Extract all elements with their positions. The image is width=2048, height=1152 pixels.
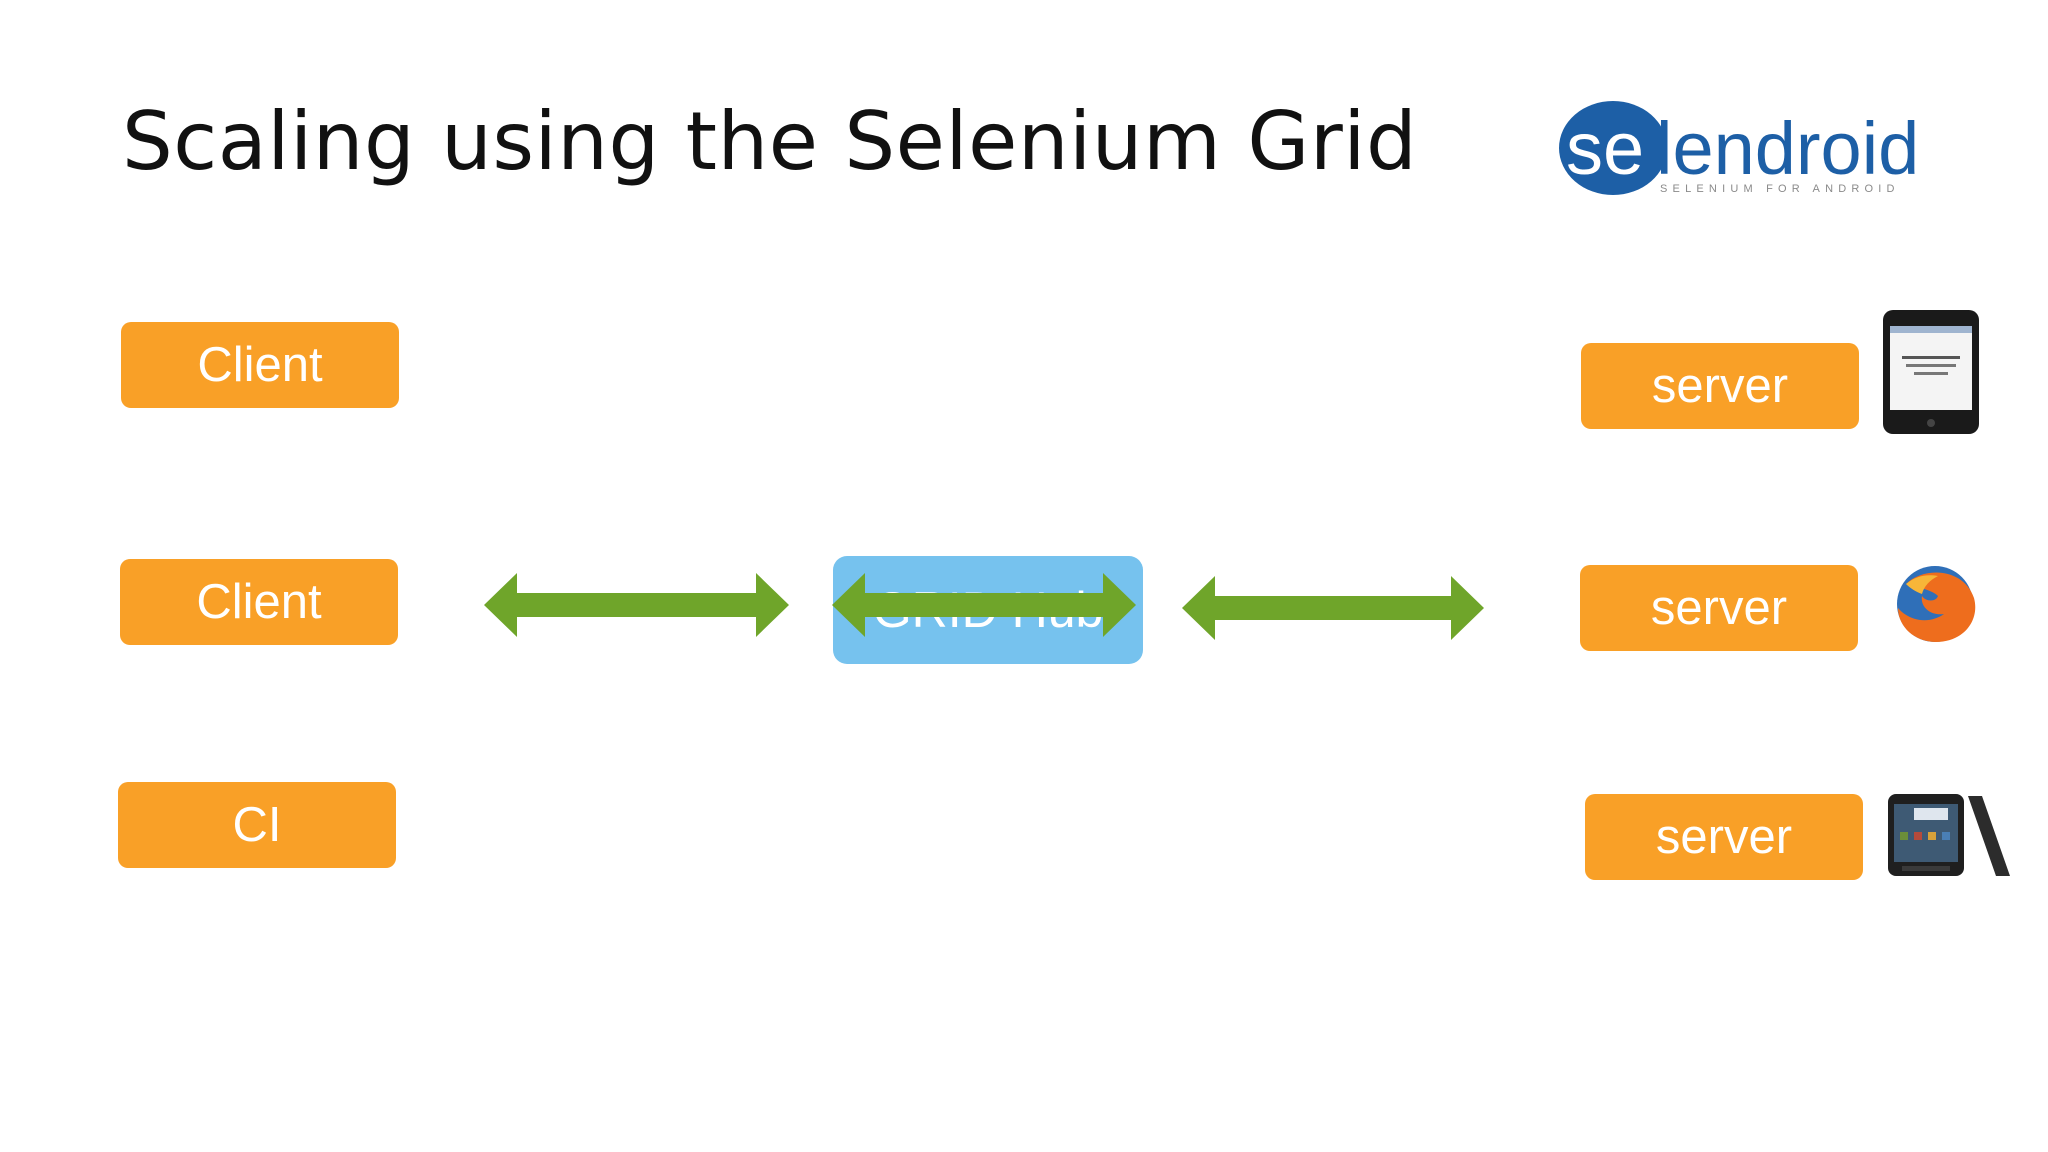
slide-title: Scaling using the Selenium Grid — [122, 95, 1418, 188]
logo-wordmark-text: lendroid — [1656, 107, 1919, 190]
client-box-1: Client — [121, 322, 399, 408]
logo-se-text: se — [1566, 107, 1644, 190]
selendroid-logo: se lendroid SELENIUM FOR ANDROID — [1559, 101, 1919, 195]
arrow-clients-to-hub — [484, 573, 789, 637]
firefox-icon — [1897, 566, 1976, 642]
server-box-1: server — [1581, 343, 1859, 429]
arrow-hub-to-servers — [1182, 576, 1484, 640]
server-box-3: server — [1585, 794, 1863, 880]
arrow-over-hub — [832, 573, 1136, 637]
ci-box: CI — [118, 782, 396, 868]
client-box-2: Client — [120, 559, 398, 645]
logo-tagline: SELENIUM FOR ANDROID — [1660, 183, 1900, 195]
server-box-2: server — [1580, 565, 1858, 651]
android-phone-icon — [1888, 794, 2010, 876]
iphone-icon — [1883, 310, 1979, 434]
